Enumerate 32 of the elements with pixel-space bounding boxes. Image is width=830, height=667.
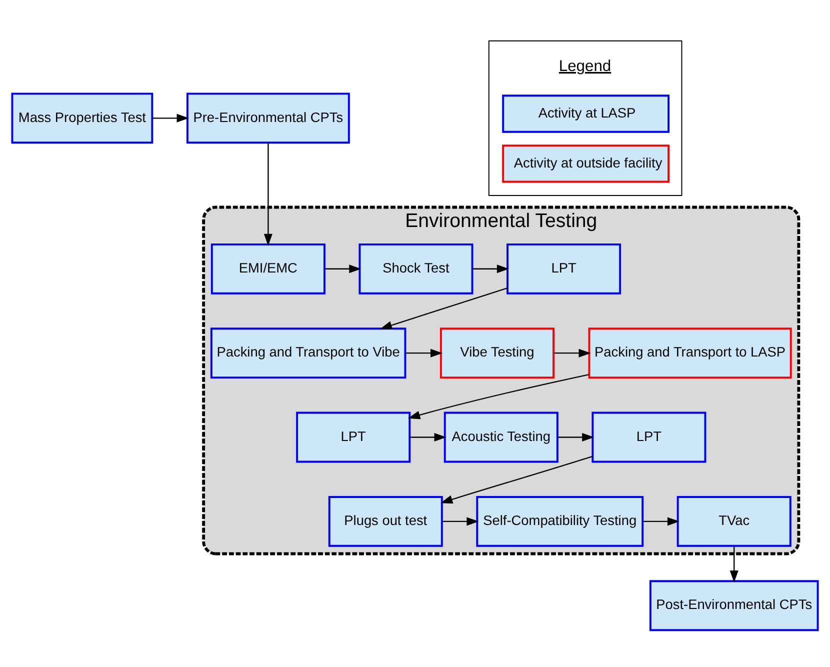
node-box: LPT [592,412,706,463]
node-box: Shock Test [358,243,474,294]
node-box: Plugs out test [328,496,443,547]
legend-label: Activity at LASP [538,105,636,120]
arrow [642,517,680,526]
node-box: Pre-Environmental CPTs [186,92,350,144]
arrow [405,348,443,358]
node-box: Acoustic Testing [444,412,558,463]
node-box: Post-Environmental CPTs [649,580,819,632]
arrow [324,264,362,274]
label: Legend [558,58,612,75]
arrow [730,546,738,583]
node-box: Vibe Testing [440,328,554,379]
node-box: Mass Properties Test [11,92,154,144]
arrow [410,433,446,442]
arrow [442,517,479,526]
arrow [557,433,594,442]
arrow [264,142,272,246]
node-box: EMI/EMC [210,243,326,294]
node-box: TVac [676,496,792,547]
arrow [554,348,591,358]
node-box: Packing and Transport to Vibe [210,328,406,379]
arrow [440,456,593,504]
arrow [380,287,508,330]
legend-label: Activity at outside facility [514,155,662,170]
node-box: LPT [506,243,622,294]
arrow [152,114,189,122]
node-box: Packing and Transport to LASP [588,328,792,379]
arrow [472,264,510,274]
arrow [408,374,590,420]
node-box: LPT [296,412,411,463]
node-box: Self-Compatibility Testing [476,496,644,547]
